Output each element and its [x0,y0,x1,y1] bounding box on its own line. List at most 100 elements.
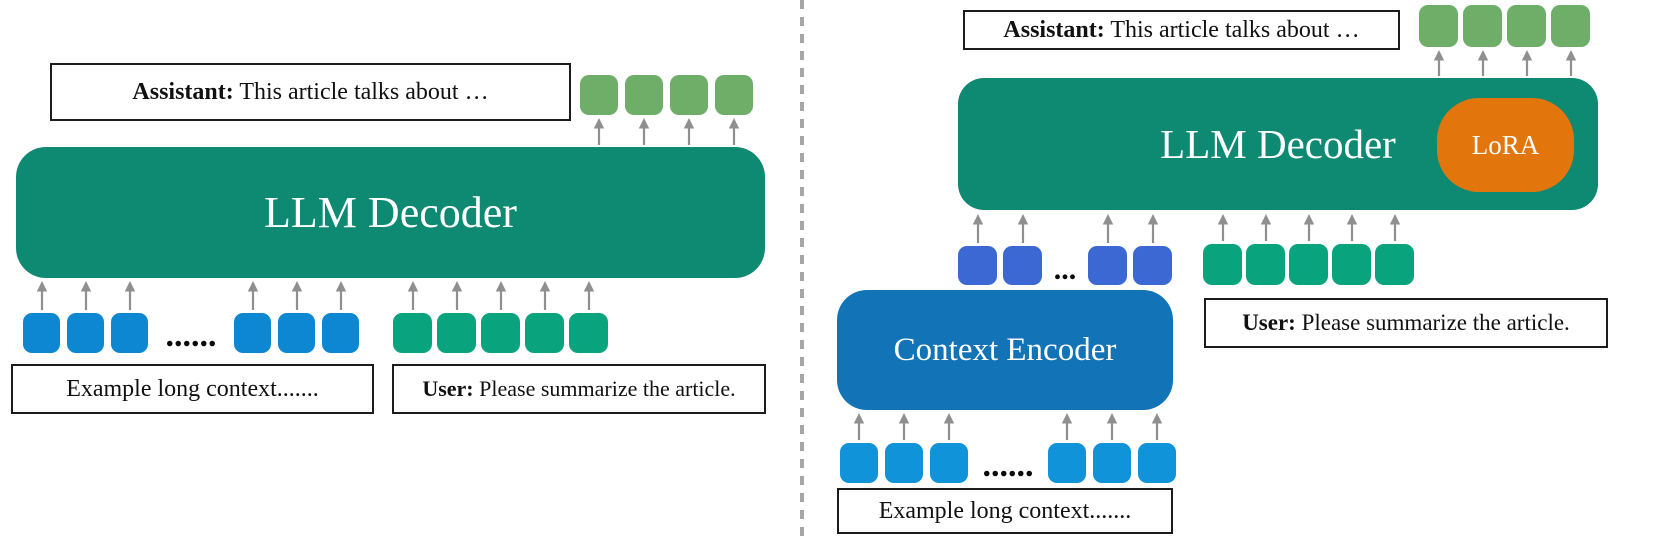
decoder-output-arrows-left [580,118,753,145]
context-token [840,443,878,483]
user-prompt-box-left: User: Please summarize the article. [392,364,766,414]
context-token [234,313,271,353]
user-token [481,313,520,353]
up-arrow-icon [1138,413,1176,440]
user-token-row-left [393,313,608,353]
user-token [1289,244,1328,285]
context-embedding-token [958,246,997,285]
assistant-label: Assistant: [1003,16,1105,43]
up-arrow-icon [580,118,618,145]
up-arrow-icon [715,118,753,145]
up-arrow-icon [958,214,997,243]
up-arrow-icon [1419,50,1458,76]
llm-decoder-right: LLM Decoder LoRA [958,78,1598,210]
up-arrow-icon [840,413,878,440]
up-arrow-icon [234,281,271,310]
up-arrow-icon [1375,214,1414,241]
up-arrow-icon [1507,50,1546,76]
context-embedding-token [1003,246,1042,285]
up-arrow-icon [437,281,476,310]
user-text: Please summarize the article. [1295,310,1570,335]
llm-decoder-label-right: LLM Decoder [1160,121,1396,167]
user-input-arrows-left [393,281,608,310]
ellipsis-dots: ...... [165,317,217,354]
arrow-spacer [155,281,227,310]
up-arrow-icon [67,281,104,310]
up-arrow-icon [23,281,60,310]
up-arrow-icon [1133,214,1172,243]
up-arrow-icon [569,281,608,310]
context-token-row-left: ...... [23,313,359,353]
up-arrow-icon [278,281,315,310]
up-arrow-icon [1203,214,1242,241]
context-embedding-token-row: ... [958,246,1172,285]
output-token [1507,5,1546,47]
lora-adapter-badge: LoRA [1437,98,1574,192]
assistant-label: Assistant: [132,78,234,105]
context-token [111,313,148,353]
user-token [1375,244,1414,285]
output-token [580,75,618,115]
panel-divider [800,0,804,539]
output-token [1463,5,1502,47]
output-token [670,75,708,115]
user-token [393,313,432,353]
up-arrow-icon [1048,413,1086,440]
context-token [1138,443,1176,483]
output-token [1551,5,1590,47]
example-context-box-left: Example long context....... [11,364,374,414]
up-arrow-icon [1246,214,1285,241]
ellipsis-dots: ... [1053,253,1077,286]
user-input-arrows-right [1203,214,1414,241]
context-token [1093,443,1131,483]
context-token [885,443,923,483]
encoder-input-arrows-right [840,413,1176,440]
up-arrow-icon [1003,214,1042,243]
context-encoder: Context Encoder [837,290,1173,410]
assistant-output-box-right: Assistant: This article talks about … [963,10,1400,50]
up-arrow-icon [670,118,708,145]
context-embedding-token [1088,246,1127,285]
context-token [1048,443,1086,483]
example-context-text: Example long context....... [66,375,319,402]
up-arrow-icon [525,281,564,310]
up-arrow-icon [885,413,923,440]
context-token [67,313,104,353]
up-arrow-icon [322,281,359,310]
decoder-output-arrows-right [1419,50,1590,76]
up-arrow-icon [1093,413,1131,440]
up-arrow-icon [481,281,520,310]
context-embedding-arrows-right [958,214,1172,243]
assistant-text: This article talks about … [233,78,489,105]
output-token-row-right [1419,5,1590,47]
user-token [569,313,608,353]
output-token-row-left [580,75,753,115]
user-token [1332,244,1371,285]
llm-decoder-label-left: LLM Decoder [264,188,517,237]
context-token-row-right: ...... [840,443,1176,483]
user-token [525,313,564,353]
context-encoder-label: Context Encoder [893,331,1117,368]
up-arrow-icon [1332,214,1371,241]
user-token [1203,244,1242,285]
context-embedding-token [1133,246,1172,285]
up-arrow-icon [1551,50,1590,76]
user-text: Please summarize the article. [473,376,736,401]
context-input-arrows-left [23,281,359,310]
ellipsis-dots: ...... [982,447,1034,484]
up-arrow-icon [393,281,432,310]
lora-label: LoRA [1471,129,1540,160]
up-arrow-icon [1088,214,1127,243]
up-arrow-icon [1463,50,1502,76]
up-arrow-icon [930,413,968,440]
example-context-box-right: Example long context....... [837,488,1173,534]
up-arrow-icon [625,118,663,145]
assistant-output-box-left: Assistant: This article talks about … [50,63,571,121]
user-token [1246,244,1285,285]
up-arrow-icon [1289,214,1328,241]
up-arrow-icon [111,281,148,310]
arrow-spacer [1048,214,1082,243]
user-label: User: [1242,310,1296,335]
user-token [437,313,476,353]
